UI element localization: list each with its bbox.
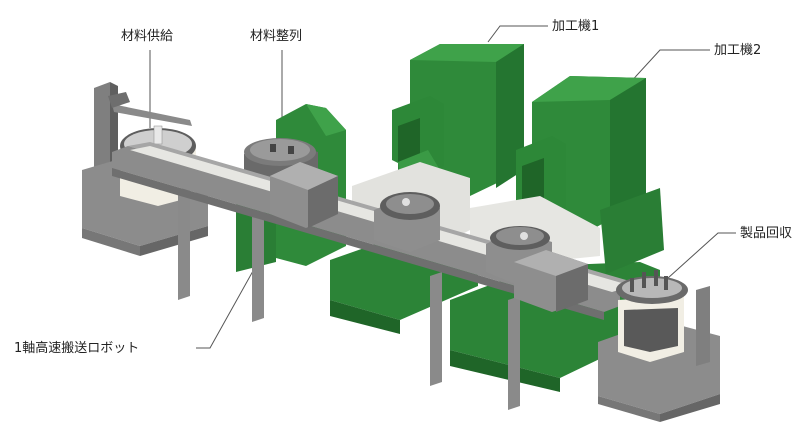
label-material-alignment: 材料整列: [250, 29, 302, 44]
leader-product-collection: [667, 232, 736, 279]
rail-leg-2: [252, 210, 264, 322]
rail-leg-1: [178, 186, 190, 300]
label-product-collection: 製品回収: [740, 226, 792, 241]
rail-leg-4: [508, 296, 520, 410]
label-material-supply: 材料供給: [121, 29, 173, 44]
leader-machine1: [487, 25, 548, 43]
label-robot: 1軸高速搬送ロボット: [14, 340, 139, 356]
collection-unit: [598, 270, 720, 422]
rail-leg-3: [430, 272, 442, 386]
label-machine1: 加工機1: [552, 19, 599, 34]
label-machine2: 加工機2: [714, 43, 761, 58]
leader-robot: [196, 261, 259, 349]
robot-carriage-2: [374, 192, 440, 252]
label-layer: 材料供給 材料整列 加工機1 加工機2 製品回収 1軸高速搬送ロボット: [14, 19, 792, 356]
robot-carriage-4: [514, 250, 588, 312]
robot-carriage-1: [270, 162, 338, 228]
